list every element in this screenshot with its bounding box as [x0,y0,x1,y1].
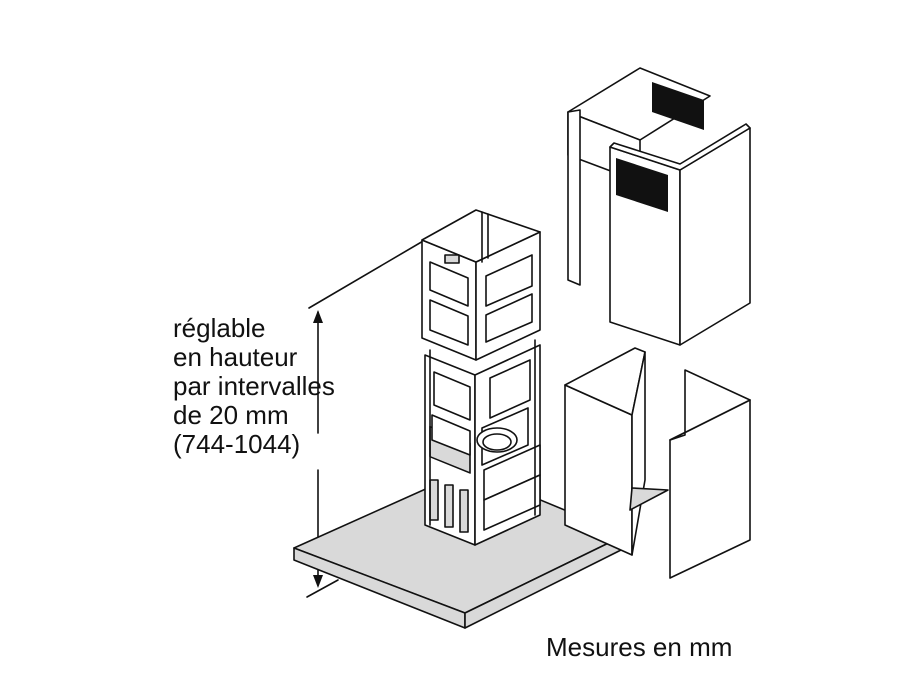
upper-chimney-back [567,67,711,286]
label-line-5: (744-1044) [173,429,301,459]
vent-grille-front [616,158,668,212]
label-line-2: en hauteur [173,342,298,372]
lower-chimney-left [564,347,669,556]
lower-support-frame [424,339,541,546]
label-line-4: de 20 mm [173,400,289,430]
height-dimension [306,236,431,598]
vent-grille-back [652,82,704,130]
measurement-units-note: Mesures en mm [546,632,733,662]
adjustable-height-label: réglable en hauteur par intervalles de 2… [173,314,335,459]
upper-chimney-front [609,123,751,346]
label-line-3: par intervalles [173,371,335,401]
label-line-1: réglable [173,313,266,343]
upper-support-frame [421,209,541,361]
hood-canopy [293,469,626,629]
lower-chimney-right [669,369,751,579]
